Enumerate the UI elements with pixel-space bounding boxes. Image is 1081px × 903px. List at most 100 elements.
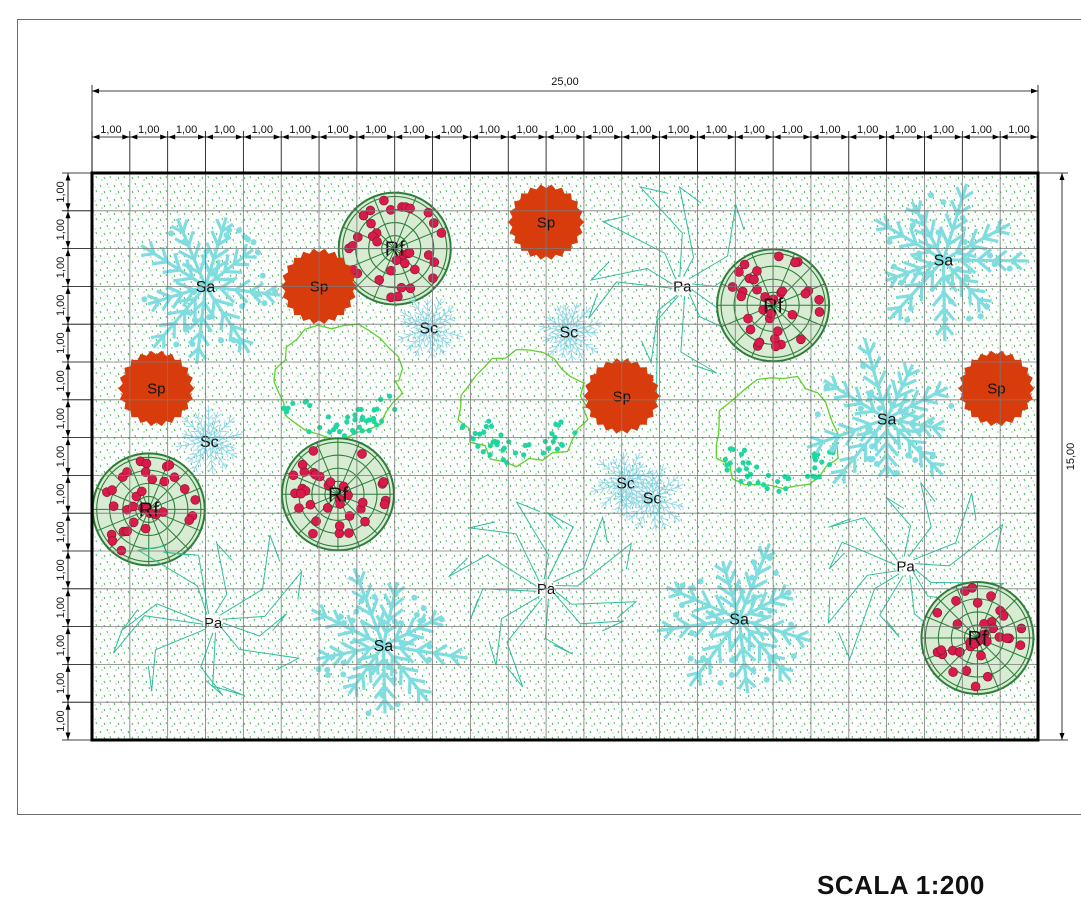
- plant-stroke: [447, 305, 450, 312]
- plant-stroke: [427, 304, 433, 311]
- plant-stroke: [600, 502, 607, 504]
- bed-dot: [730, 446, 736, 453]
- dimension-arrow: [65, 475, 71, 483]
- plant-stroke: [647, 480, 653, 488]
- plant-stroke: [561, 306, 567, 311]
- plant-stroke: [574, 335, 584, 337]
- plant-stroke: [541, 322, 546, 328]
- plant-stroke: [614, 506, 620, 511]
- bed-dot: [359, 428, 365, 434]
- plant-stroke: [428, 313, 432, 323]
- salvia-leaf: [184, 309, 191, 316]
- plant-stroke: [662, 522, 669, 527]
- rose-flower: [770, 341, 781, 352]
- salvia-leaf: [890, 263, 897, 270]
- plant-stroke: [650, 517, 655, 524]
- plant-stroke: [646, 485, 653, 493]
- dimension-arrow: [65, 316, 71, 324]
- plant-stroke: [895, 293, 912, 300]
- salvia-leaf: [948, 402, 955, 409]
- rose-flower: [190, 495, 201, 505]
- salvia-leaf: [961, 239, 968, 246]
- plant-stroke: [575, 347, 578, 355]
- plant-stroke: [423, 332, 425, 341]
- plant-stroke: [449, 318, 455, 322]
- salvia-leaf: [966, 315, 973, 322]
- grass-blade: [555, 591, 638, 619]
- plant-stroke: [189, 439, 196, 444]
- salvia-leaf: [907, 305, 914, 312]
- bed-dot: [741, 447, 748, 453]
- dimension-arrow: [65, 286, 71, 294]
- plant-stroke: [908, 226, 918, 245]
- dimension-arrow: [576, 134, 584, 140]
- plant-stroke: [140, 252, 155, 257]
- plant-stroke: [781, 624, 797, 634]
- plant-stroke: [566, 349, 572, 356]
- plant-stroke: [319, 604, 328, 618]
- rose-flower: [948, 667, 958, 677]
- plant-stroke: [654, 503, 663, 509]
- plant-code-label: Sa: [729, 612, 749, 629]
- plant-stroke: [652, 471, 657, 476]
- rose-flower: [428, 273, 438, 283]
- dimension-arrow: [65, 732, 71, 740]
- plant-stroke: [653, 477, 658, 485]
- grass-blade: [879, 575, 904, 638]
- rose-flower: [936, 645, 946, 655]
- plant-code-label: Rf: [139, 499, 159, 521]
- plant-stroke: [662, 481, 665, 490]
- plant-stroke: [956, 251, 977, 259]
- plant-stroke: [636, 470, 644, 472]
- plant-stroke: [225, 442, 232, 447]
- salvia-leaf: [886, 238, 893, 245]
- plant-stroke: [579, 340, 583, 348]
- plant-stroke: [636, 511, 638, 519]
- rose-flower: [428, 218, 439, 228]
- plant-stroke: [758, 590, 768, 609]
- plant-stroke: [215, 439, 224, 445]
- plant-stroke: [575, 329, 584, 334]
- plant-stroke: [933, 307, 946, 322]
- plant-stroke: [903, 260, 921, 270]
- rose-flower: [335, 499, 345, 509]
- plant-stroke: [572, 302, 577, 309]
- salvia-leaf: [772, 653, 779, 660]
- plant-stroke: [438, 312, 441, 320]
- plant-stroke: [398, 335, 404, 339]
- plant-stroke: [887, 234, 903, 240]
- plant-stroke: [739, 632, 757, 649]
- plant-stroke: [629, 480, 653, 499]
- grass-blade: [588, 281, 673, 319]
- plant-stroke: [551, 332, 559, 336]
- plant-stroke: [415, 326, 424, 331]
- rose-flower: [982, 671, 993, 682]
- bed-dot: [819, 459, 825, 465]
- plant-stroke: [896, 371, 904, 387]
- plant-stroke: [714, 563, 727, 574]
- plant-stroke: [558, 347, 565, 352]
- plant-stroke: [548, 314, 552, 321]
- bed-dot: [826, 461, 833, 468]
- plant-stroke: [568, 302, 578, 332]
- plant-stroke: [171, 292, 184, 310]
- plant-stroke: [559, 333, 565, 342]
- bed-dot: [488, 423, 495, 429]
- plant-stroke: [874, 441, 889, 457]
- plant-stroke: [214, 444, 219, 453]
- bed-dot: [378, 418, 385, 424]
- salvia-leaf: [209, 270, 216, 277]
- module-width-label: 1,00: [365, 124, 386, 136]
- salvia-leaf: [987, 252, 994, 259]
- dimension-arrow: [319, 134, 327, 140]
- plant-stroke: [415, 649, 430, 665]
- module-width-label: 1,00: [100, 124, 121, 136]
- plant-stroke: [178, 445, 183, 451]
- salvia-leaf: [206, 314, 213, 321]
- plant-stroke: [935, 392, 949, 399]
- bed-dot: [352, 417, 358, 423]
- salvia-leaf: [898, 279, 905, 286]
- salvia-leaf: [340, 620, 347, 627]
